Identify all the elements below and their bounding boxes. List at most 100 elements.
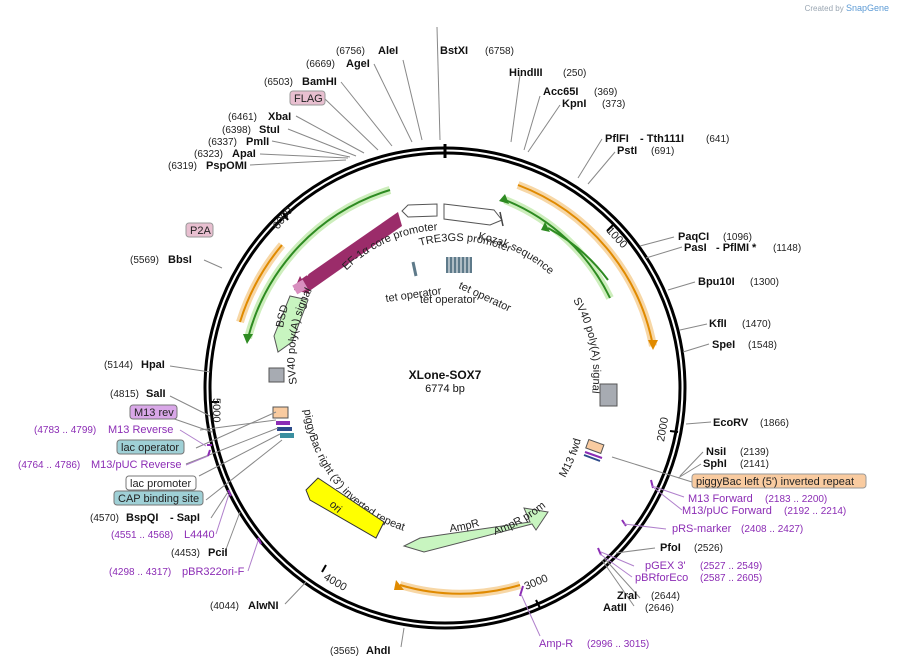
credit-brand: SnapGene xyxy=(845,3,889,13)
site-name: SpeI xyxy=(712,339,735,351)
m13-fwd-feature: M13 fwd xyxy=(557,437,605,479)
site-name: AlwNI xyxy=(248,600,279,612)
svg-text:Kozak sequence: Kozak sequence xyxy=(477,230,556,277)
site-position: (6503) xyxy=(264,77,293,88)
site-position: (6323) xyxy=(194,149,223,160)
tet-on-feature: Tet-On® 3G xyxy=(294,212,402,294)
primer-position: (4551 .. 4568) xyxy=(111,530,173,541)
site-name: XbaI xyxy=(268,111,291,123)
site-name: HindIII xyxy=(509,67,543,79)
site-position: (5144) xyxy=(104,360,133,371)
site-position: (4570) xyxy=(90,513,119,524)
site-position: (373) xyxy=(602,99,625,110)
feature-label-lac-operator: lac operator xyxy=(121,442,179,454)
site-labels-right: HindIII (250) Acc65I (369) KpnI (373) Pf… xyxy=(509,67,801,614)
site-position: (6461) xyxy=(228,112,257,123)
snapgene-credit: Created by SnapGene xyxy=(805,3,889,13)
leader-lines xyxy=(159,26,712,648)
site-name: BamHI xyxy=(302,76,337,88)
center-label: XLone-SOX7 6774 bp xyxy=(409,368,482,395)
primer-position: (2183 .. 2200) xyxy=(765,494,827,505)
site-position: (5569) xyxy=(130,255,159,266)
site-position: (4815) xyxy=(110,389,139,400)
site-name: AgeI xyxy=(346,58,370,70)
site-position: (6756) xyxy=(336,46,365,57)
site-name: AleI xyxy=(378,45,398,57)
primer-name: M13/pUC Forward xyxy=(682,505,772,517)
site-name: KpnI xyxy=(562,98,586,110)
site-name: - Tth111I xyxy=(640,133,684,145)
feature-label-cap-site: CAP binding site xyxy=(118,493,199,505)
primer-position: (2996 .. 3015) xyxy=(587,639,649,650)
site-position: (6669) xyxy=(306,59,335,70)
site-position: (2141) xyxy=(740,459,769,470)
site-name: SphI xyxy=(703,458,727,470)
site-position: (641) xyxy=(706,134,729,145)
primer-position: (2587 .. 2605) xyxy=(700,573,762,584)
primer-leaders xyxy=(179,429,685,637)
site-position: (2646) xyxy=(645,603,674,614)
sv40-right: SV40 poly(A) signal xyxy=(570,296,618,407)
tick-label: 5000 xyxy=(210,398,222,422)
site-name: AhdI xyxy=(366,645,390,657)
feature-label-m13rev: M13 rev xyxy=(134,407,174,419)
site-name: EcoRV xyxy=(713,417,749,429)
site-name: NsiI xyxy=(706,446,726,458)
site-name: PflFI xyxy=(605,133,629,145)
primer-name: pGEX 3' xyxy=(645,560,686,572)
site-name: PspOMI xyxy=(206,160,247,172)
site-name: PciI xyxy=(208,547,228,559)
site-position: (1866) xyxy=(760,418,789,429)
site-name: Acc65I xyxy=(543,86,578,98)
feature-label-flag: FLAG xyxy=(294,93,323,105)
site-name: Bpu10I xyxy=(698,276,735,288)
plasmid-size: 6774 bp xyxy=(425,383,465,395)
site-position: (2139) xyxy=(740,447,769,458)
svg-text:M13 fwd: M13 fwd xyxy=(557,437,584,479)
site-name: BbsI xyxy=(168,254,192,266)
primer-name: M13 Forward xyxy=(688,493,753,505)
feature-label-piggybac-left: piggyBac left (5') inverted repeat xyxy=(696,476,854,488)
plasmid-name: XLone-SOX7 xyxy=(409,368,482,382)
site-name: StuI xyxy=(259,124,280,136)
svg-text:SV40 poly(A) signal: SV40 poly(A) signal xyxy=(570,296,602,395)
primer-name: L4440 xyxy=(184,529,215,541)
primer-position: (4783 .. 4799) xyxy=(34,425,96,436)
tick-label: 3000 xyxy=(523,572,550,592)
site-name: AatII xyxy=(603,602,627,614)
site-name: ZraI xyxy=(617,590,637,602)
backbone xyxy=(203,144,687,630)
primer-markers xyxy=(207,444,654,597)
site-position: (250) xyxy=(563,68,586,79)
site-position: (6758) xyxy=(485,46,514,57)
site-name: KflI xyxy=(709,318,727,330)
site-position: (1300) xyxy=(750,277,779,288)
primer-name: pBR322ori-F xyxy=(182,566,245,578)
tet-operators: tet operator tet operator tet operator xyxy=(385,257,513,315)
site-name: HpaI xyxy=(141,359,165,371)
site-labels-left: (6756) AleI BstXI (6758) (6669) AgeI (65… xyxy=(90,45,514,657)
primer-position: (2527 .. 2549) xyxy=(700,561,762,572)
site-name: - SapI xyxy=(170,512,200,524)
site-position: (1096) xyxy=(723,232,752,243)
site-name: BspQI xyxy=(126,512,158,524)
bsd-feature: BSD SV40 poly(A) signal xyxy=(268,279,315,385)
site-position: (3565) xyxy=(330,646,359,657)
primer-position: (2192 .. 2214) xyxy=(784,506,846,517)
credit-prefix: Created by xyxy=(804,4,844,13)
site-position: (2644) xyxy=(651,591,680,602)
site-position: (4044) xyxy=(210,601,239,612)
tet-operator-label: tet operator xyxy=(420,294,477,306)
primer-labels: (4783 .. 4799) M13 Reverse (4764 .. 4786… xyxy=(18,424,846,650)
primer-position: (2408 .. 2427) xyxy=(741,524,803,535)
ori-feature: ori xyxy=(305,477,385,539)
site-name: PstI xyxy=(617,145,637,157)
site-name: SalI xyxy=(146,388,166,400)
site-position: (6398) xyxy=(222,125,251,136)
lac-cluster xyxy=(272,406,294,438)
site-position: (1470) xyxy=(742,319,771,330)
kozak-label: Kozak sequence xyxy=(477,230,556,277)
site-name: PaqCI xyxy=(678,231,709,243)
svg-text:BSD: BSD xyxy=(274,303,291,328)
